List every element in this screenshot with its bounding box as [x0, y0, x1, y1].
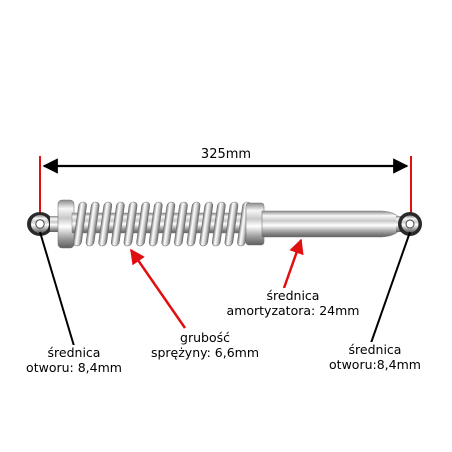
- spring-coil: [224, 201, 239, 247]
- spring-coil: [98, 201, 113, 247]
- left-hole-diameter-label: średnica otworu: 8,4mm: [15, 345, 133, 375]
- right-eyelet: [396, 212, 422, 236]
- spring-coil: [174, 201, 188, 247]
- spring-coil: [73, 201, 87, 247]
- right-hole-diameter-label: średnica otworu:8,4mm: [320, 342, 430, 372]
- spring-coil: [161, 201, 176, 247]
- spring-coil: [123, 201, 138, 247]
- damper-body: [261, 210, 401, 238]
- spring-coil: [199, 201, 214, 247]
- spring-thickness-label: grubość sprężyny: 6,6mm: [139, 330, 271, 360]
- damper-pointer-arrow: [282, 238, 304, 289]
- spring-coil: [148, 201, 163, 247]
- damper-diameter-label: średnica amortyzatora: 24mm: [216, 288, 370, 318]
- spring-coil: [186, 201, 201, 247]
- right-hole-leader: [370, 231, 411, 344]
- left-hole-leader: [39, 231, 75, 347]
- spring-coil: [85, 201, 100, 247]
- spring-top-cap: [57, 199, 75, 249]
- spring-coil: [136, 201, 150, 247]
- length-label: 325mm: [201, 147, 251, 162]
- spring-coil: [211, 201, 226, 247]
- spring-lower-seat: [245, 202, 265, 246]
- coil-spring: [73, 201, 251, 247]
- left-eyelet: [27, 212, 62, 236]
- spring-pointer-arrow: [129, 248, 187, 329]
- spring-coil: [110, 201, 125, 247]
